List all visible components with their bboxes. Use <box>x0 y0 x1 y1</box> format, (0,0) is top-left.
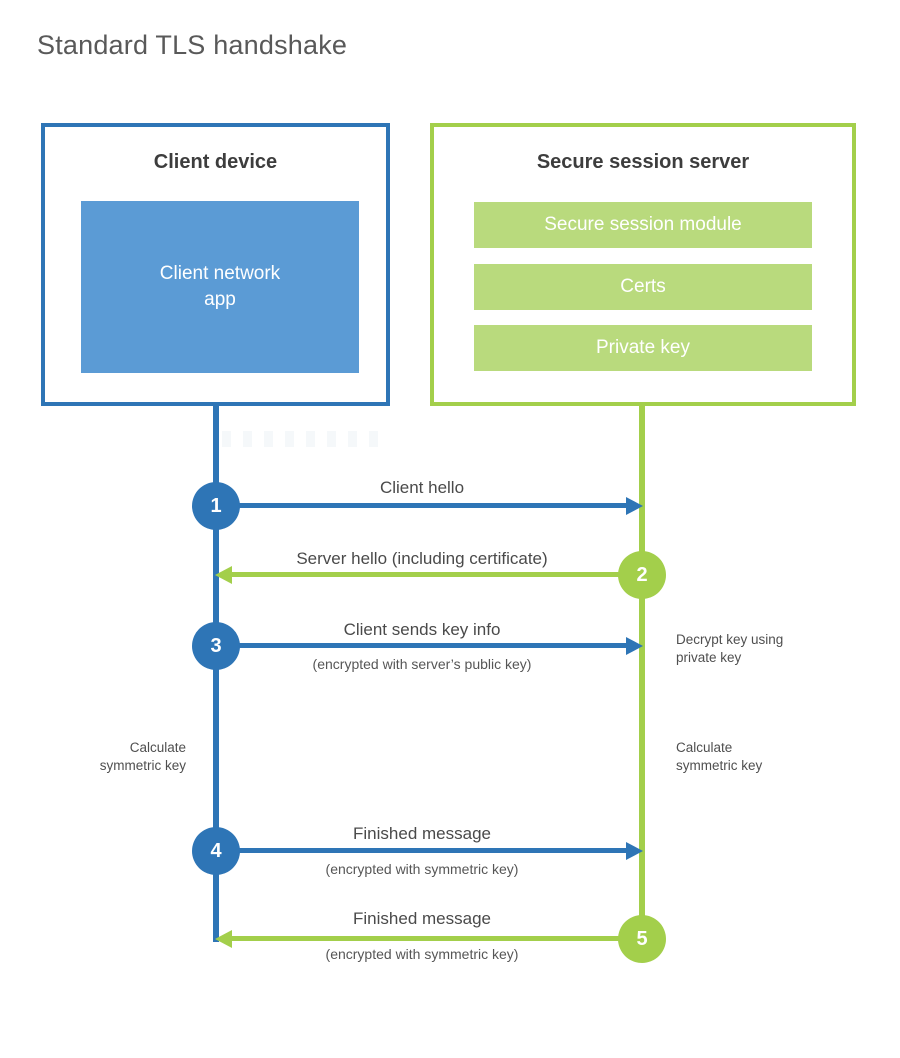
step-1-label: Client hello <box>379 478 465 497</box>
step-4-number: 4 <box>210 839 222 862</box>
diagram-title: Standard TLS handshake <box>37 30 348 60</box>
step-4-label: Finished message <box>353 824 491 843</box>
server-title: Secure session server <box>536 151 750 173</box>
arrowhead-right-icon <box>626 637 643 655</box>
step-4-sublabel: (encrypted with symmetric key) <box>325 861 519 877</box>
step-3-sublabel: (encrypted with server’s public key) <box>312 656 532 672</box>
step-3-marker: 3 <box>192 622 240 670</box>
step-1-arrow-line <box>216 503 628 508</box>
calculate-symmetric-key-note-client: Calculate symmetric key <box>99 740 186 773</box>
server-module-private-key: Private key <box>474 325 812 371</box>
step-1-number: 1 <box>210 494 222 517</box>
arrowhead-left-icon <box>215 930 232 948</box>
step-5-marker: 5 <box>618 915 666 963</box>
step-3-arrow-line <box>216 643 628 648</box>
calculate-symmetric-key-note-server: Calculate symmetric key <box>676 740 763 773</box>
server-lifeline <box>639 405 645 942</box>
step-2-marker: 2 <box>618 551 666 599</box>
arrowhead-left-icon <box>215 566 232 584</box>
step-2-arrow-line <box>230 572 642 577</box>
step-2-number: 2 <box>636 563 648 586</box>
step-5-number: 5 <box>636 927 648 950</box>
client-device-box: Client device Client network app <box>41 123 390 406</box>
step-5-sublabel: (encrypted with symmetric key) <box>325 946 519 962</box>
server-module-certs: Certs <box>474 264 812 310</box>
step-3-label: Client sends key info <box>343 620 501 639</box>
step-1-marker: 1 <box>192 482 240 530</box>
arrowhead-right-icon <box>626 842 643 860</box>
client-device-title: Client device <box>153 151 278 173</box>
decrypt-key-note: Decrypt key using private key <box>676 632 784 665</box>
arrowhead-right-icon <box>626 497 643 515</box>
step-4-marker: 4 <box>192 827 240 875</box>
step-4-arrow-line <box>216 848 628 853</box>
secure-session-server-box: Secure session server Secure session mod… <box>430 123 856 406</box>
faint-dashed-artifact <box>222 431 386 447</box>
client-lifeline <box>213 405 219 942</box>
step-5-arrow-line <box>230 936 642 941</box>
client-network-app-module: Client network app <box>81 201 359 373</box>
step-2-label: Server hello (including certificate) <box>296 549 548 568</box>
step-3-number: 3 <box>210 634 222 657</box>
server-module-secure-session: Secure session module <box>474 202 812 248</box>
step-5-label: Finished message <box>353 909 491 928</box>
